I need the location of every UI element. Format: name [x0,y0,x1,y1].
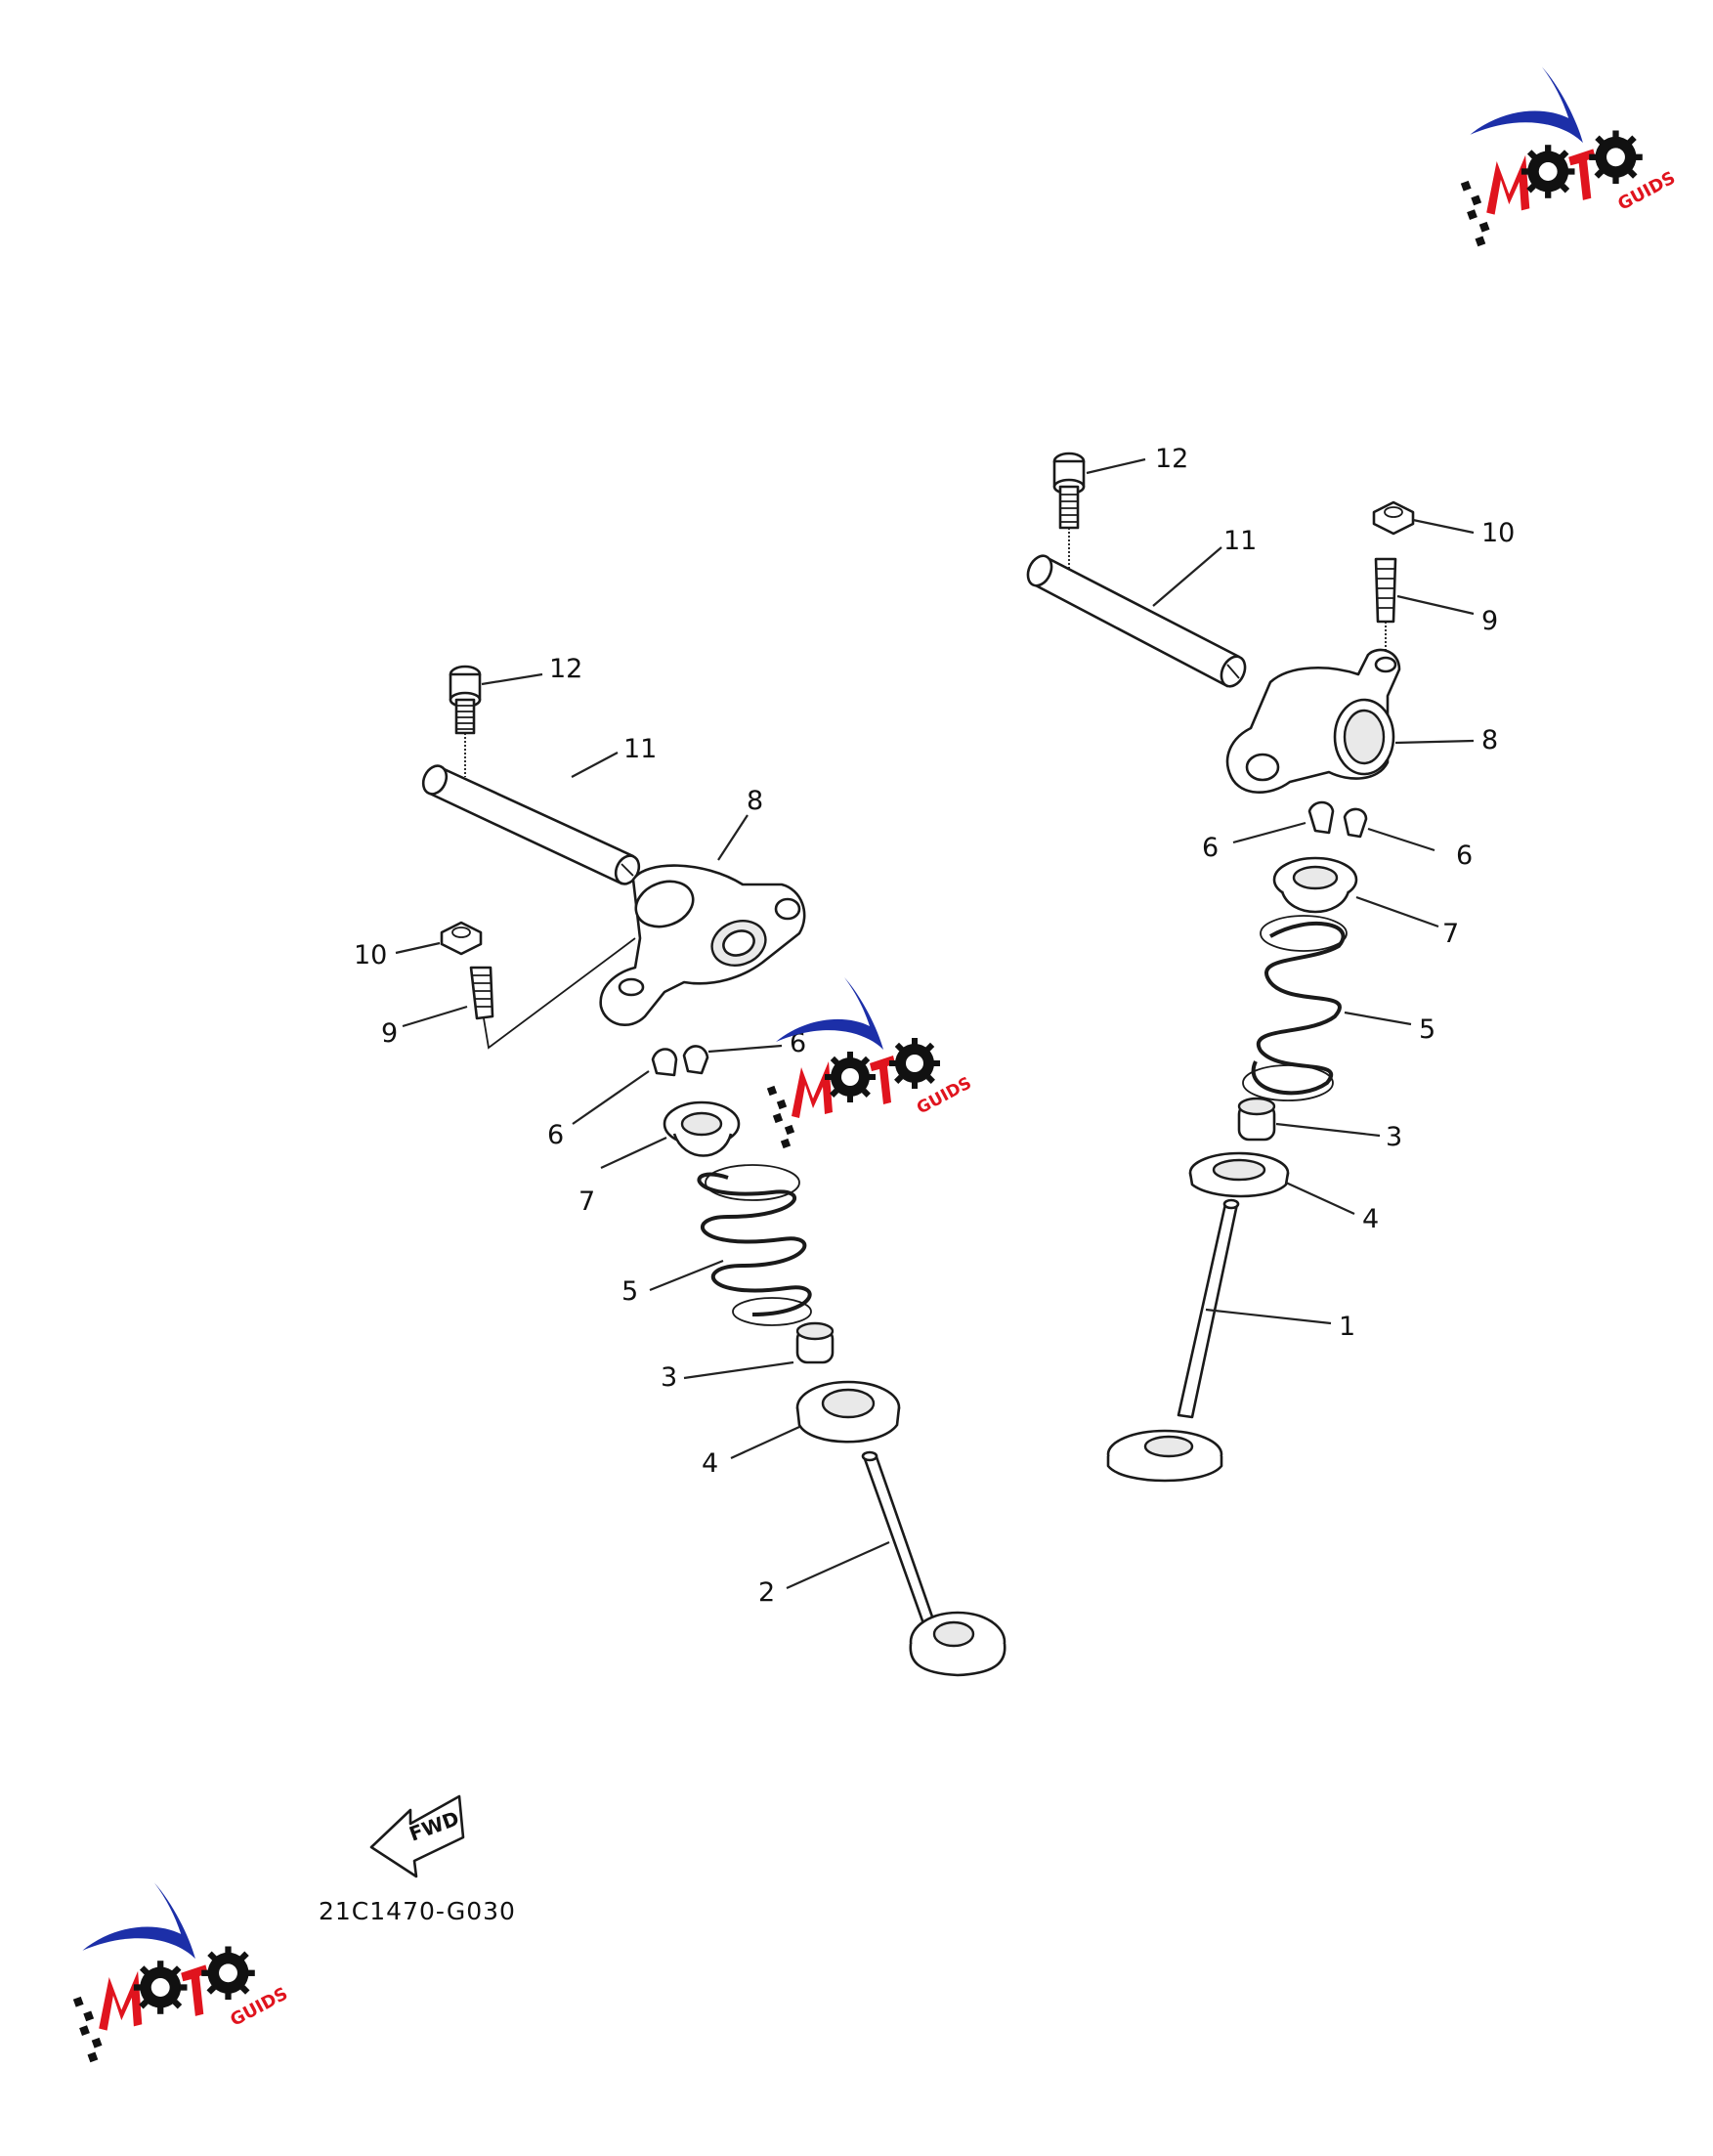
callout-4-right: 4 [1362,1204,1379,1234]
callout-6b-right: 6 [1456,841,1473,871]
rocker-arm-8-right [1225,648,1401,794]
callout-6b-left: 6 [547,1120,564,1150]
seal-3-right [1237,1097,1276,1142]
callout-5-right: 5 [1419,1014,1435,1045]
bolt-12-right [1052,452,1086,569]
callout-12-left: 12 [549,654,582,684]
callout-9-left: 9 [381,1018,398,1049]
callout-6a-left: 6 [790,1028,806,1058]
callout-10-right: 10 [1481,518,1515,548]
callout-2-left: 2 [758,1577,775,1608]
right-assembly: 12 11 10 9 8 6 6 7 5 3 4 1 [1026,444,1515,1483]
callout-4-left: 4 [702,1448,718,1479]
callout-11-left: 11 [623,734,657,764]
shaft-11-left [421,764,641,885]
watermark-logo-bottom-left [72,1882,292,2063]
valve-1-right [1106,1198,1240,1483]
spring-5-right [1242,915,1348,1101]
seat-4-left [795,1380,901,1444]
screw-9-left [469,937,636,1050]
callout-10-left: 10 [354,940,387,970]
spring-5-left [697,1164,812,1326]
callout-1-right: 1 [1339,1312,1355,1342]
valve-2-left [861,1450,1006,1677]
seal-3-left [795,1321,835,1364]
fwd-arrow: FWD [369,1794,465,1878]
bolt-12-left [449,665,482,777]
callout-8-left: 8 [747,786,763,816]
callout-6a-right: 6 [1202,833,1219,863]
screw-9-right [1374,557,1397,653]
nut-10-left [440,921,483,956]
cotters-6-right [1307,800,1368,839]
callout-7-right: 7 [1442,919,1459,949]
rocker-arm-8-left [599,864,806,1026]
callout-3-right: 3 [1386,1122,1402,1152]
watermark-logo-top-right [1460,66,1680,247]
callout-7-left: 7 [578,1186,595,1217]
retainer-7-right [1272,856,1358,914]
callout-5-left: 5 [621,1276,638,1307]
callout-3-left: 3 [661,1362,677,1393]
nut-10-right [1372,500,1415,536]
callout-11-right: 11 [1223,526,1257,556]
callout-12-right: 12 [1155,444,1188,474]
shaft-11-right [1026,554,1247,688]
left-assembly: 12 11 8 10 9 6 6 7 5 3 4 2 [354,654,1006,1677]
callout-9-right: 9 [1481,606,1498,636]
retainer-7-left [663,1100,741,1157]
watermark-logo-center [766,977,975,1149]
seat-4-right [1188,1151,1290,1198]
callout-8-right: 8 [1481,725,1498,755]
part-code: 21C1470-G030 [319,1897,516,1925]
cotters-6-left [651,1045,709,1077]
